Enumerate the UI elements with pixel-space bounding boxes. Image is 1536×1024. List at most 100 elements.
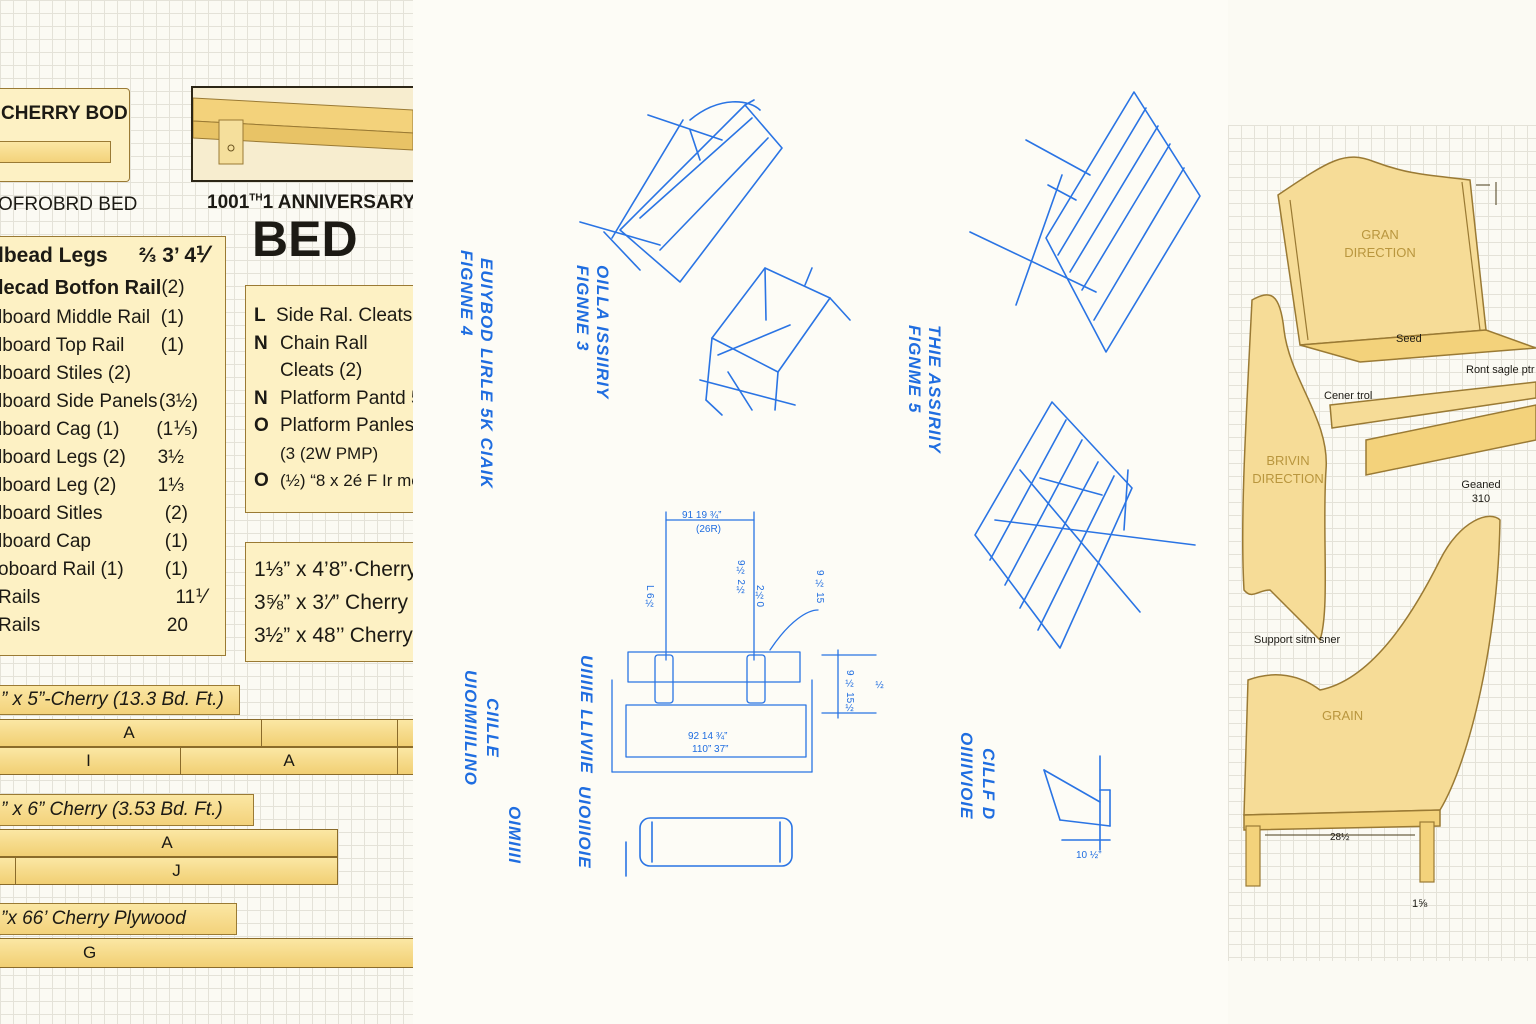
part-qty: 1⅓ xyxy=(157,475,184,496)
grain-direction-label-1: GRAN DIRECTION xyxy=(1344,227,1416,260)
parts-row: lecad Botfon Rail(2) xyxy=(0,272,208,304)
cut-row-3a: G xyxy=(0,938,416,968)
slat-sketch-2 xyxy=(974,401,1196,649)
anniversary-sup: TH xyxy=(249,192,263,204)
stock-line: 3½” x 48’’ Cherry xyxy=(254,624,413,647)
stock-line: 1⅓” x 4’8”·Cherry xyxy=(254,558,418,581)
dim-small-detail: 10 ½” xyxy=(1076,850,1102,861)
stock-line: 3⅝” x 3’⁄” Cherry xyxy=(254,591,409,614)
blueprint-area xyxy=(413,0,1228,1024)
letter-text: Platform Pantd 5 xyxy=(280,387,422,409)
dim-top-width: 91 19 ¾” xyxy=(682,510,722,521)
figure-label: OIMIIII xyxy=(505,806,524,864)
anniversary-heading: 1001TH1 ANNIVERSARY xyxy=(207,192,415,214)
cut-seg: G xyxy=(0,938,416,968)
letter-row: O(½) “8 x 2é F Ir mc xyxy=(254,467,422,495)
part-qty: (1) xyxy=(160,307,184,328)
cut-seg: A xyxy=(0,719,262,747)
parts-row: lboard Side Panels(3½) xyxy=(0,388,208,416)
figure-label: OIIIIVIOIE xyxy=(957,732,976,820)
seat-label: Seed xyxy=(1396,333,1422,345)
cut-row-2a: A xyxy=(0,829,338,857)
grain-label-3: GRAIN xyxy=(1322,708,1364,723)
stock-list: 1⅓” x 4’8”·Cherry 3⅝” x 3’⁄” Cherry 3½” … xyxy=(254,553,417,652)
part-qty: (3½) xyxy=(158,391,198,412)
seat-parts-illustration xyxy=(1241,156,1536,887)
stock-label-1: ” x 5”-Cherry (13.3 Bd. Ft.) xyxy=(0,685,240,715)
part-qty: 20 xyxy=(166,615,188,636)
parts-row: lboard Leg (2)1⅓ xyxy=(0,472,208,500)
parts-row: lboard Sitles (2) xyxy=(0,500,208,528)
cut-seg: A xyxy=(0,829,338,857)
bench-sketch-1 xyxy=(579,99,783,283)
dim-18: 1⅝ xyxy=(1412,898,1428,910)
parts-list-box xyxy=(0,236,226,656)
base-sketch xyxy=(625,817,793,877)
part-qty: 11⅟ xyxy=(175,587,206,608)
letter-text: Chain Rall xyxy=(280,332,368,354)
figure-label: EUIYBOD LIRLE 5K CIAIK xyxy=(477,258,496,489)
dim-v4: 9 ½ 15 xyxy=(814,570,825,604)
dim-bottom-width-sub: 110” 37” xyxy=(692,744,729,755)
letter-text: Platform Panles xyxy=(280,415,415,436)
stock-box: 1⅓” x 4’8”·Cherry 3⅝” x 3’⁄” Cherry 3½” … xyxy=(245,542,427,662)
part-qty: (2) xyxy=(164,503,188,524)
letter-key: O xyxy=(254,470,269,491)
dim-v3: 2½0 xyxy=(754,585,765,608)
part-name: Rails xyxy=(0,587,41,608)
figure-label: UIIIIE LLIVIIE xyxy=(577,655,596,774)
cut-seg: J xyxy=(16,857,338,885)
letter-text: (3 (2W PMP) xyxy=(280,443,379,463)
part-qty: (2) xyxy=(161,277,185,298)
part-name: lboard Stiles (2) xyxy=(0,363,132,384)
figure-label: THIE ASSIRIIY xyxy=(925,325,944,454)
part-name: lboard Sitles xyxy=(0,503,103,524)
grain-direction-label-2: BRIVIN DIRECTION xyxy=(1252,453,1324,486)
stock-label-2: ” x 6” Cherry (3.53 Bd. Ft.) xyxy=(0,794,254,826)
figure-label: UIOIIIOIE xyxy=(575,786,594,869)
cut-seg xyxy=(262,719,398,747)
figure-label: FIGNME 5 xyxy=(905,325,924,414)
parts-row: lboard Stiles (2) xyxy=(0,360,208,388)
cut-seg xyxy=(0,857,16,885)
part-qty: 3½ xyxy=(157,447,184,468)
support-label: Support sitm sner xyxy=(1254,634,1341,646)
letter-text: Side Ral. Cleats xyxy=(276,305,413,326)
figure-label: FIGNNE 4 xyxy=(457,250,476,337)
dim-v2: 9½ 2½ xyxy=(735,560,746,596)
part-qty: (1⅕) xyxy=(156,419,198,440)
cut-row-1a: A xyxy=(0,719,416,747)
part-name: lbead Legs xyxy=(0,244,108,267)
rail-illustration xyxy=(191,86,415,182)
figure-label: OILLA ISSIIRIY xyxy=(593,265,612,400)
bed-name: OFROBRD BED xyxy=(0,194,138,215)
parts-row: Rails 20 xyxy=(0,612,208,640)
geared-label: Geaned 310 xyxy=(1461,479,1501,505)
dim-28: 28½ xyxy=(1330,832,1350,843)
part-name: lboard Legs (2) xyxy=(0,447,126,468)
parts-row: lboard Top Rail (1) xyxy=(0,332,208,360)
blueprint-sketches xyxy=(579,91,1201,877)
cut-seg: A xyxy=(181,747,398,775)
letter-row: Cleats (2) xyxy=(254,357,422,385)
figure-label: CILLF D xyxy=(979,748,998,821)
anniversary-text: 1 ANNIVERSARY xyxy=(262,192,416,213)
part-name: oboard Rail (1) xyxy=(0,559,124,580)
front-elevation xyxy=(611,511,877,773)
part-qty: (1) xyxy=(160,335,184,356)
dim-h2: ½ xyxy=(874,680,885,691)
part-name: lboard Top Rail xyxy=(0,335,125,356)
part-name: lboard Cap xyxy=(0,531,91,552)
detail-sketch xyxy=(1043,755,1111,851)
center-trail-label: Cener trol xyxy=(1324,390,1373,402)
part-name: Rails xyxy=(0,615,41,636)
front-rail-label: Ront sagle ptr xyxy=(1466,364,1535,376)
dim-bottom-width: 92 14 ¾” xyxy=(688,731,728,742)
